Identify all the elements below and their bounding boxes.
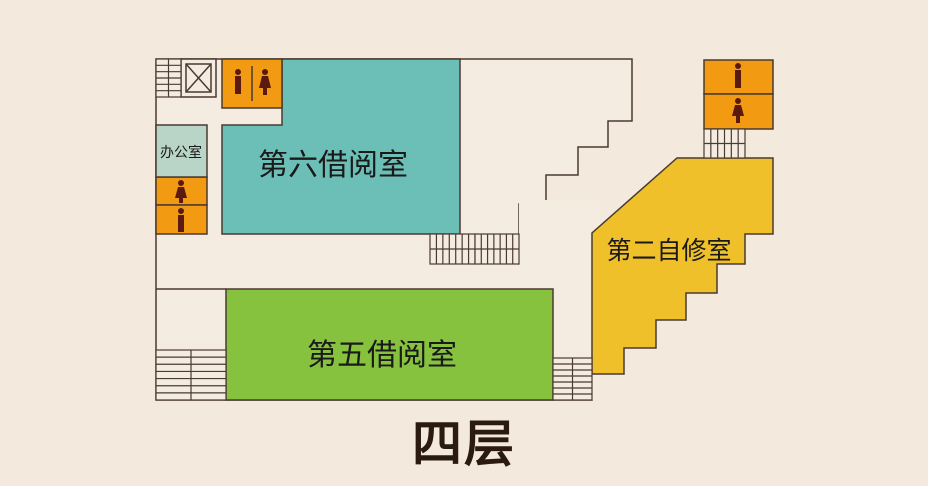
room-label-reading-6: 第六借阅室: [258, 148, 408, 183]
male-toilet-icon: [735, 63, 741, 88]
female-toilet-icon: [259, 69, 271, 95]
stairs-icon: [429, 233, 476, 265]
stairs-icon: [474, 233, 520, 265]
stairs-icon: [155, 349, 227, 401]
stairs-icon: [155, 58, 182, 98]
room-study-2[interactable]: [591, 157, 774, 375]
male-toilet-icon: [235, 69, 241, 94]
room-label-office: 办公室: [160, 145, 202, 161]
toilets-top: [155, 58, 774, 235]
room-reading-6[interactable]: [221, 58, 461, 235]
female-toilet-icon: [732, 98, 744, 123]
room-label-reading-5: 第五借阅室: [307, 338, 457, 373]
room-label-study-2: 第二自修室: [606, 236, 732, 265]
stairs-icon: [552, 357, 593, 401]
stairs-icon: [703, 128, 746, 159]
office-room[interactable]: [155, 124, 208, 178]
room-reading-5[interactable]: [225, 288, 554, 401]
elevator-icon: [180, 58, 217, 98]
male-toilet-icon: [178, 208, 184, 232]
floor-title: 四层: [412, 414, 516, 473]
toilet-icons: [175, 63, 744, 232]
female-toilet-icon: [175, 180, 187, 203]
